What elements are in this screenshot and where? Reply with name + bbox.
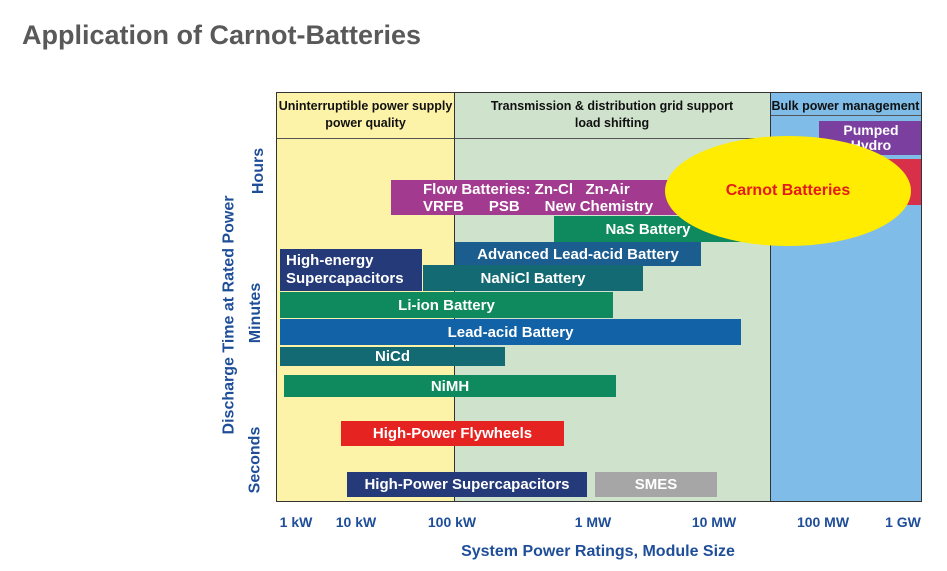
x-tick-100kw: 100 kW	[427, 514, 477, 530]
carnot-batteries-highlight: Carnot Batteries	[665, 136, 911, 246]
x-tick-1mw: 1 MW	[574, 514, 612, 530]
high-energy-supercaps-bar: High-energy Supercapacitors	[280, 249, 422, 291]
lead-acid-battery-bar: Lead-acid Battery	[280, 319, 741, 345]
nanicl-battery-bar: NaNiCl Battery	[423, 265, 643, 291]
li-ion-battery-bar: Li-ion Battery	[280, 292, 613, 318]
x-axis-label: System Power Ratings, Module Size	[461, 543, 735, 560]
high-power-supercaps-bar: High-Power Supercapacitors	[347, 472, 587, 497]
zone-grid-header: Transmission & distribution grid support…	[490, 99, 734, 130]
y-tick-minutes: Minutes	[247, 282, 265, 344]
smes-bar: SMES	[595, 472, 717, 497]
x-tick-1kw: 1 kW	[279, 514, 313, 530]
y-tick-seconds: Seconds	[246, 426, 264, 494]
x-tick-100mw: 100 MW	[796, 514, 850, 530]
x-tick-1gw: 1 GW	[885, 514, 921, 530]
nimh-bar: NiMH	[284, 375, 616, 397]
high-power-flywheels-bar: High-Power Flywheels	[341, 421, 564, 446]
y-tick-hours: Hours	[250, 147, 268, 195]
nicd-bar: NiCd	[280, 347, 505, 366]
x-tick-10mw: 10 MW	[691, 514, 737, 530]
y-axis-label: Discharge Time at Rated Power	[220, 195, 238, 435]
x-tick-10kw: 10 kW	[335, 514, 377, 530]
page-title: Application of Carnot-Batteries	[22, 20, 422, 50]
advanced-lead-acid-bar: Advanced Lead-acid Battery	[455, 242, 701, 266]
zone-bulk-header: Bulk power management	[771, 99, 920, 113]
zone-ups-header: Uninterruptible power supply power quali…	[278, 99, 453, 130]
